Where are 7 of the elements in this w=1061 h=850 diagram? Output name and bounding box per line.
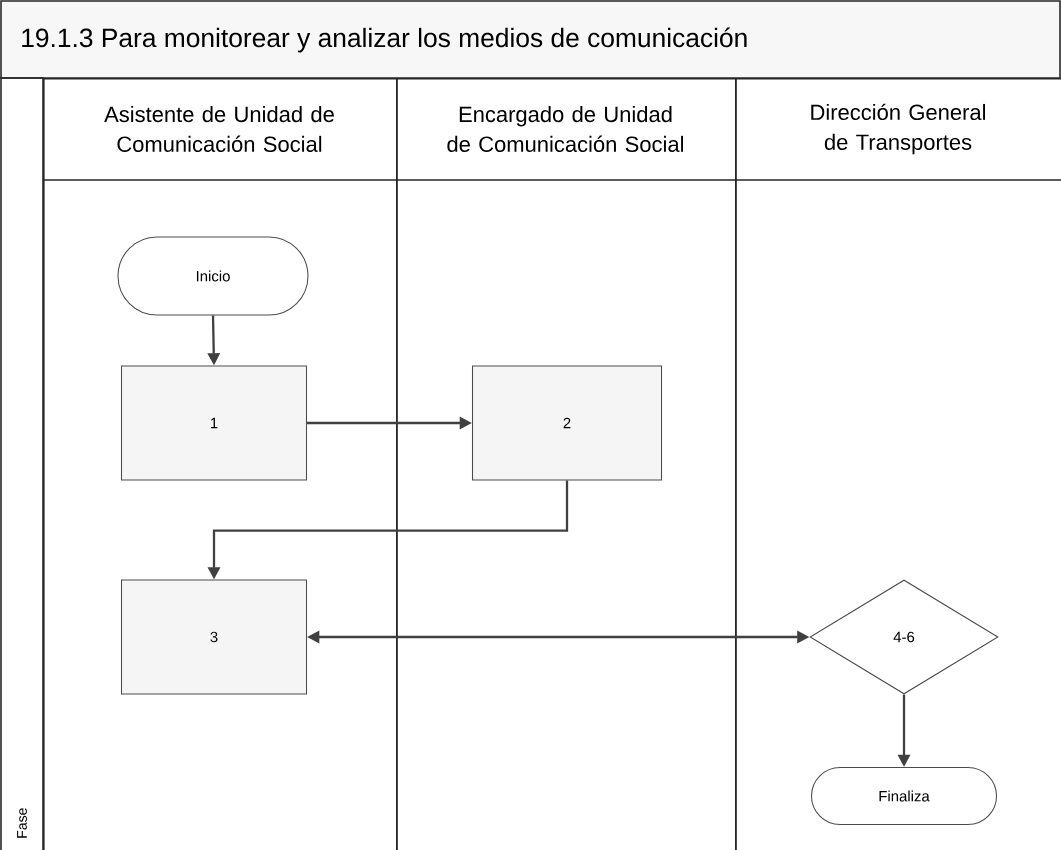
process-box: 3	[120, 579, 308, 695]
process-box: 2	[472, 365, 663, 481]
terminator-box: Finaliza	[811, 767, 998, 826]
title-band: 19.1.3 Para monitorear y analizar los medios de comunicación	[0, 0, 1061, 79]
process-box: 1	[120, 365, 308, 481]
phase-strip: Fase	[0, 77, 44, 850]
terminator-box: Inicio	[117, 236, 309, 316]
